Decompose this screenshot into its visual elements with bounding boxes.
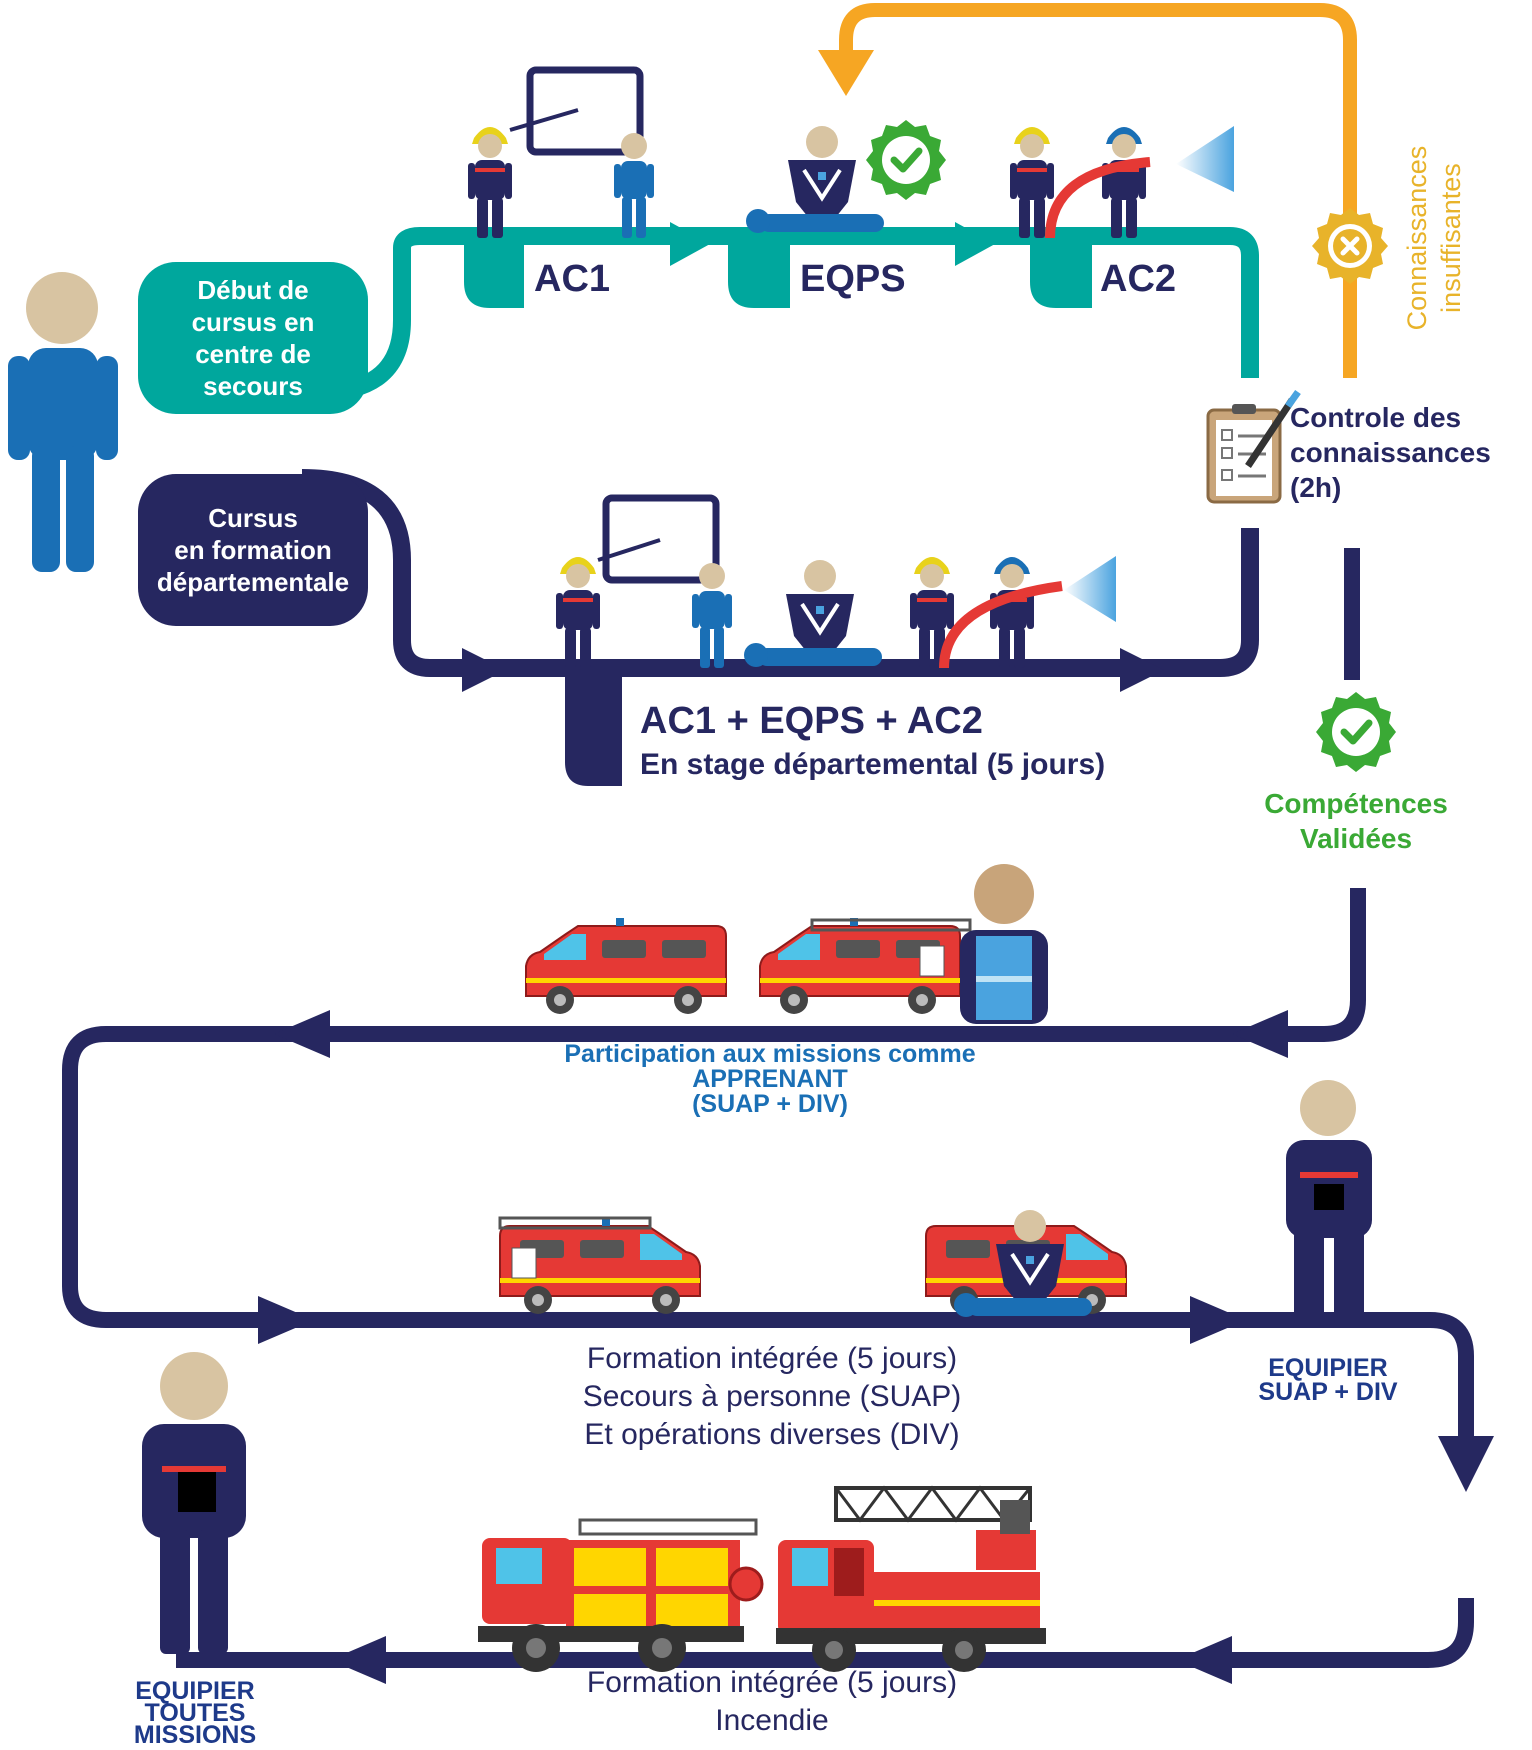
fire-van-icon (759, 917, 972, 1015)
navy-bottom-path (176, 1598, 1474, 1668)
step-ac1: AC1 (534, 258, 611, 300)
apprenant-label: Participation aux missions comme APPRENA… (520, 1042, 1020, 1117)
ladder-truck-icon (776, 1485, 1046, 1672)
text-line: centre de (195, 339, 311, 369)
clipboard-icon (1206, 389, 1301, 504)
text-line: insuffisantes (1436, 163, 1466, 313)
text-line: Incendie (715, 1704, 829, 1737)
ambulance-icon (525, 917, 727, 1015)
text-line: Cursus (208, 503, 298, 533)
text-line: connaissances (1290, 437, 1491, 468)
check-badge-icon (1316, 692, 1396, 772)
orange-loop (839, 2, 1357, 378)
cpr-icon (742, 558, 884, 669)
trainer-icon (556, 498, 732, 668)
dept-box (138, 474, 368, 626)
text-line: Controle des (1290, 402, 1462, 433)
arrow-right-icon (670, 222, 710, 266)
start-box (138, 262, 368, 414)
text-line: Formation intégrée (5 jours) (586, 1666, 958, 1699)
trainer-icon (468, 70, 654, 238)
text-line: en formation (174, 535, 332, 565)
text-line: départementale (156, 567, 350, 597)
cpr-icon (744, 124, 886, 235)
text-line: Compétences (1264, 788, 1448, 819)
fire-engine-icon (478, 1518, 764, 1672)
control-label: Controle des connaissances (2h) (1290, 400, 1530, 505)
equipier-all-label: EQUIPIER TOUTES MISSIONS (100, 1677, 290, 1749)
step-ac2: AC2 (1100, 258, 1177, 300)
validated-label: Compétences Validées (1236, 786, 1476, 856)
teal-path (319, 227, 1259, 401)
navy-main-loop (62, 888, 1474, 1460)
fire-van-icon (498, 1216, 701, 1315)
text-line: Formation intégrée (5 jours) (586, 1342, 958, 1375)
text-line: Et opérations diverses (DIV) (584, 1418, 960, 1451)
text-line: EQUIPIER (1268, 1354, 1388, 1382)
check-badge-icon (866, 120, 946, 200)
text-line: TOUTES (144, 1699, 246, 1727)
hose-icon (1010, 126, 1234, 239)
text-line: Secours à personne (SUAP) (582, 1380, 962, 1413)
hose-icon (910, 556, 1116, 669)
cross-badge-icon (1312, 208, 1388, 284)
text-line: cursus en (191, 307, 315, 337)
text-line: EQUIPIER (135, 1677, 255, 1705)
text-line: Connaissances (1402, 145, 1432, 331)
suap-training-label: Formation intégrée (5 jours) Secours à p… (512, 1340, 1032, 1454)
text-line: APPRENANT (692, 1065, 848, 1093)
step-eqps: EQPS (800, 258, 906, 300)
text-line: secours (203, 371, 303, 401)
text-line: Début de (197, 275, 309, 305)
dept-stage-subtitle: En stage départemental (5 jours) (640, 748, 1106, 781)
text-line: SUAP + DIV (1258, 1378, 1398, 1406)
person-icon (8, 272, 118, 572)
text-line: (SUAP + DIV) (692, 1090, 848, 1118)
firefighter-icon (1286, 1080, 1372, 1326)
dept-box-label: Cursus en formation départementale (138, 502, 368, 598)
text-line: MISSIONS (133, 1721, 257, 1749)
equipier-suap-label: EQUIPIER SUAP + DIV (1228, 1354, 1428, 1406)
firefighter-icon (142, 1352, 246, 1654)
text-line: Validées (1299, 823, 1413, 854)
person-icon (960, 864, 1048, 1024)
text-line: Participation aux missions comme (564, 1040, 976, 1068)
insufficient-label: Connaissances insuffisantes (1400, 118, 1468, 358)
text-line: (2h) (1290, 472, 1342, 503)
arrow-right-icon (955, 222, 995, 266)
fire-training-label: Formation intégrée (5 jours) Incendie (512, 1664, 1032, 1740)
start-box-label: Début de cursus en centre de secours (138, 274, 368, 402)
navy-dept-path (301, 469, 1259, 677)
dept-stage-title: AC1 + EQPS + AC2 (640, 700, 983, 742)
